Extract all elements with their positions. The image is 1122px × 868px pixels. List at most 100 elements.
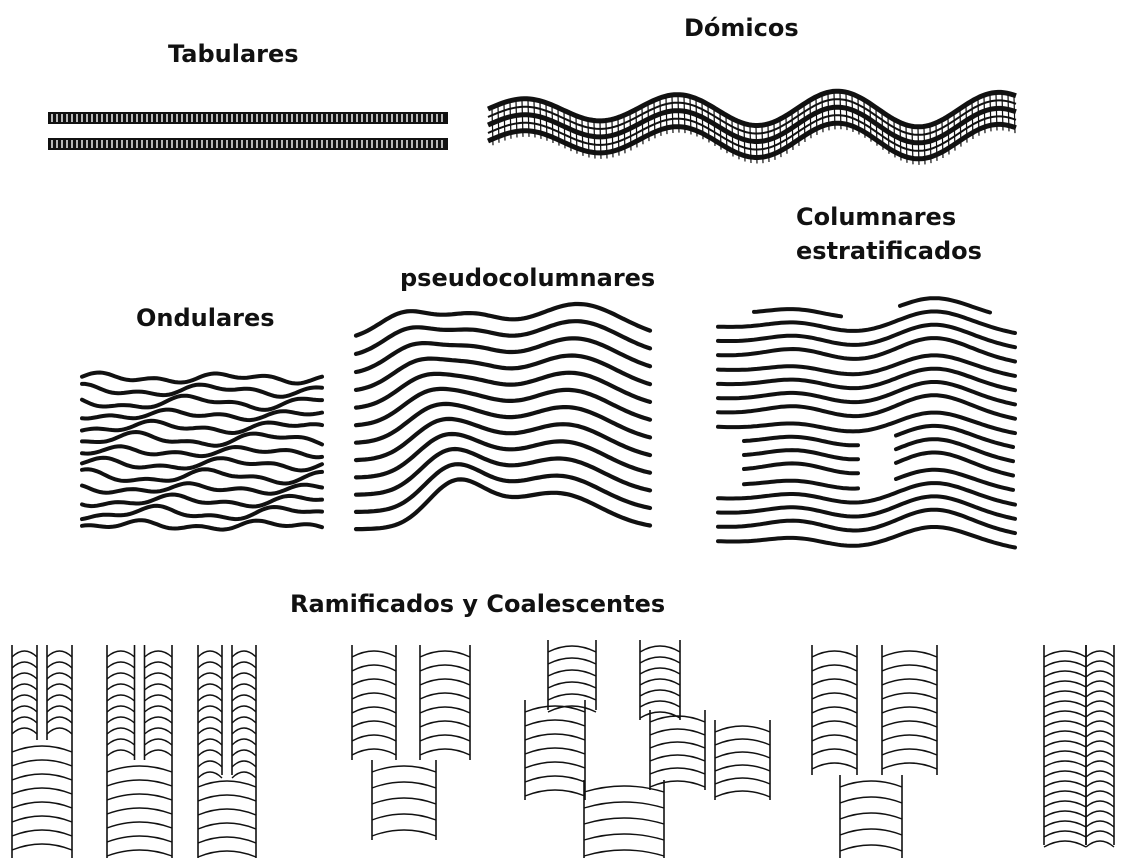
column-lamina <box>1044 841 1086 847</box>
column-lamina <box>232 673 256 679</box>
undulating-lamina <box>82 384 322 397</box>
column-lamina <box>882 665 937 671</box>
column-lamina <box>12 816 72 822</box>
column-lamina <box>840 829 902 835</box>
column-lamina <box>1086 791 1114 797</box>
column-lamina <box>372 830 436 836</box>
column-lamina <box>640 646 680 652</box>
column-lamina <box>715 778 770 784</box>
column-lamina <box>232 651 256 657</box>
column-lamina <box>812 679 857 685</box>
column-lamina <box>420 707 470 713</box>
column-lamina <box>1044 831 1086 837</box>
column-lamina <box>107 780 172 786</box>
column-lamina <box>1044 661 1086 667</box>
column-lamina <box>198 837 256 843</box>
tabular-band <box>48 112 448 124</box>
column-lamina <box>198 795 256 801</box>
column-lamina <box>1086 751 1114 757</box>
column-lamina <box>548 646 596 652</box>
column-lamina <box>1086 651 1114 657</box>
column-lamina <box>420 665 470 671</box>
column-lamina <box>548 694 596 700</box>
column-lamina <box>640 679 680 685</box>
column-lamina <box>812 651 857 657</box>
column-lamina <box>882 763 937 769</box>
branching-coalescent-columns <box>12 640 1114 858</box>
column-lamina <box>198 706 222 712</box>
column-lamina <box>352 665 396 671</box>
column-lamina <box>420 721 470 727</box>
column-lamina <box>107 766 172 772</box>
column-lamina <box>107 836 172 842</box>
undulating-laminae <box>82 373 322 530</box>
column-lamina <box>47 651 72 657</box>
column-lamina <box>1044 801 1086 807</box>
column-lamina <box>107 706 135 712</box>
column-lamina <box>525 748 585 754</box>
column-lamina <box>372 782 436 788</box>
column-lamina <box>1086 741 1114 747</box>
column-lamina <box>584 802 664 808</box>
column-lamina <box>232 772 256 778</box>
column-lamina <box>882 651 937 657</box>
column-lamina <box>1086 761 1114 767</box>
column-lamina <box>232 717 256 723</box>
tabular-band <box>48 138 448 150</box>
column-lamina <box>1086 781 1114 787</box>
column-lamina <box>650 742 705 748</box>
pseudocolumnar-lamina <box>356 464 650 512</box>
column-lamina <box>232 728 256 734</box>
undulating-lamina <box>82 520 322 529</box>
column-lamina <box>198 684 222 690</box>
column-lamina <box>715 739 770 745</box>
column-lamina <box>1044 751 1086 757</box>
column-lamina <box>812 749 857 755</box>
column-lamina <box>650 781 705 787</box>
column-lamina <box>1086 771 1114 777</box>
column-lamina <box>640 712 680 718</box>
undulating-lamina <box>82 421 322 433</box>
column-lamina <box>47 695 72 701</box>
pseudocolumnar-lamina <box>356 434 650 477</box>
column-lamina <box>107 822 172 828</box>
column-lamina <box>145 706 173 712</box>
column-lamina <box>107 728 135 734</box>
column-lamina <box>525 790 585 796</box>
columnar-lamina <box>744 481 858 489</box>
column-lamina <box>198 851 256 857</box>
column-lamina <box>198 673 222 679</box>
columnar-lamina <box>744 450 858 459</box>
column-lamina <box>548 658 596 664</box>
column-lamina <box>198 728 222 734</box>
column-lamina <box>232 750 256 756</box>
column-lamina <box>584 834 664 840</box>
column-lamina <box>1044 761 1086 767</box>
column-lamina <box>525 734 585 740</box>
column-lamina <box>1086 821 1114 827</box>
undulating-lamina <box>82 506 322 519</box>
column-lamina <box>1086 811 1114 817</box>
column-lamina <box>47 684 72 690</box>
column-lamina <box>198 695 222 701</box>
column-lamina <box>640 657 680 663</box>
column-lamina <box>232 662 256 668</box>
column-lamina <box>198 750 222 756</box>
column-lamina <box>12 802 72 808</box>
column-lamina <box>812 693 857 699</box>
column-lamina <box>107 662 135 668</box>
column-lamina <box>145 728 173 734</box>
column-lamina <box>47 728 72 734</box>
column-lamina <box>1044 671 1086 677</box>
column-lamina <box>882 693 937 699</box>
column-lamina <box>198 823 256 829</box>
column-lamina <box>198 739 222 745</box>
column-lamina <box>1044 781 1086 787</box>
column-lamina <box>198 772 222 778</box>
column-lamina <box>715 791 770 797</box>
column-lamina <box>840 813 902 819</box>
column-lamina <box>812 721 857 727</box>
column-lamina <box>12 706 37 712</box>
column-lamina <box>1086 721 1114 727</box>
column-lamina <box>232 684 256 690</box>
